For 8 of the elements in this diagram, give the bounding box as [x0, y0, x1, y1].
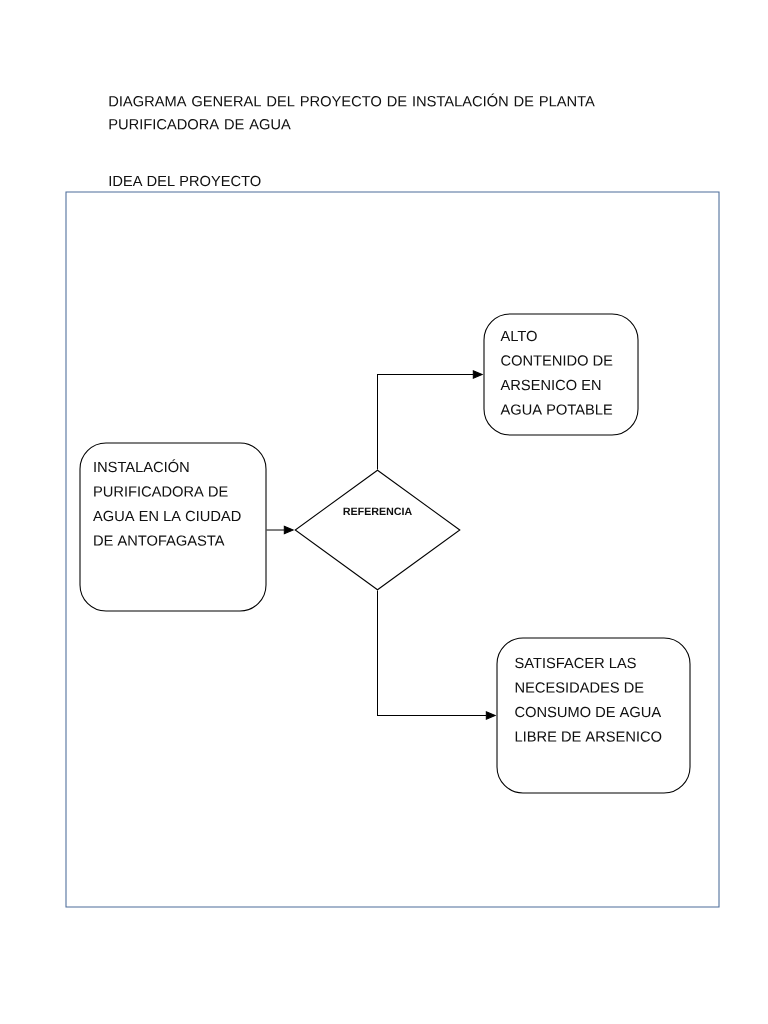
- rounded-box: INSTALACIÓN PURIFICADORA DE AGUA EN LA CIUDAD DE ANTOFAGASTA: [79, 442, 267, 612]
- section-heading: IDEA DEL PROYECTO: [109, 175, 261, 187]
- diagram-title: DIAGRAMA GENERAL DEL PROYECTO DE INSTALACIÓN DE PLANTA PURIFICADORA DE AGUA: [109, 93, 595, 130]
- arrow: [266, 525, 294, 535]
- arrow: [377, 590, 496, 720]
- rounded-box: SATISFACER LAS NECESIDADES DE CONSUMO DE AGUA LIBRE DE ARSENICO: [496, 637, 691, 794]
- rounded-box: ALTO CONTENIDO DE ARSENICO EN AGUA POTABLE: [483, 313, 639, 436]
- arrow: [377, 370, 483, 470]
